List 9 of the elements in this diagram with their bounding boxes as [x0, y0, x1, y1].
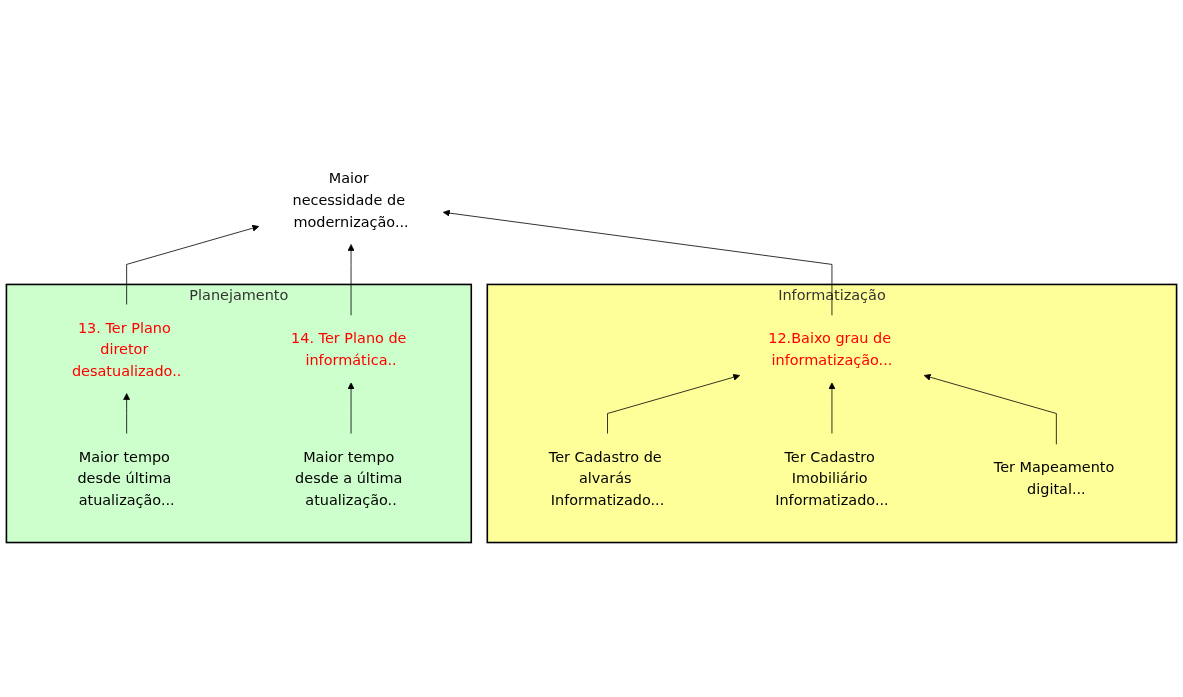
node-text: 14. Ter Plano de informática..	[291, 329, 407, 368]
node-text: Maior necessidade de modernização...	[292, 169, 409, 230]
node-text: Maior tempo desde última atualização...	[77, 447, 175, 508]
node-text: Maior tempo desde a última atualização..	[295, 447, 403, 508]
node-text: 13. Ter Plano diretor desatualizado..	[71, 318, 182, 379]
node-text: 12.Baixo grau de informatização...	[768, 329, 893, 368]
node-text: Ter Cadastro de alvarás Informatizado...	[548, 447, 665, 508]
node-text: Ter Mapeamento digital...	[993, 458, 1115, 497]
node-text: Ter Cadastro Imobiliário Informatizado...	[775, 447, 889, 508]
